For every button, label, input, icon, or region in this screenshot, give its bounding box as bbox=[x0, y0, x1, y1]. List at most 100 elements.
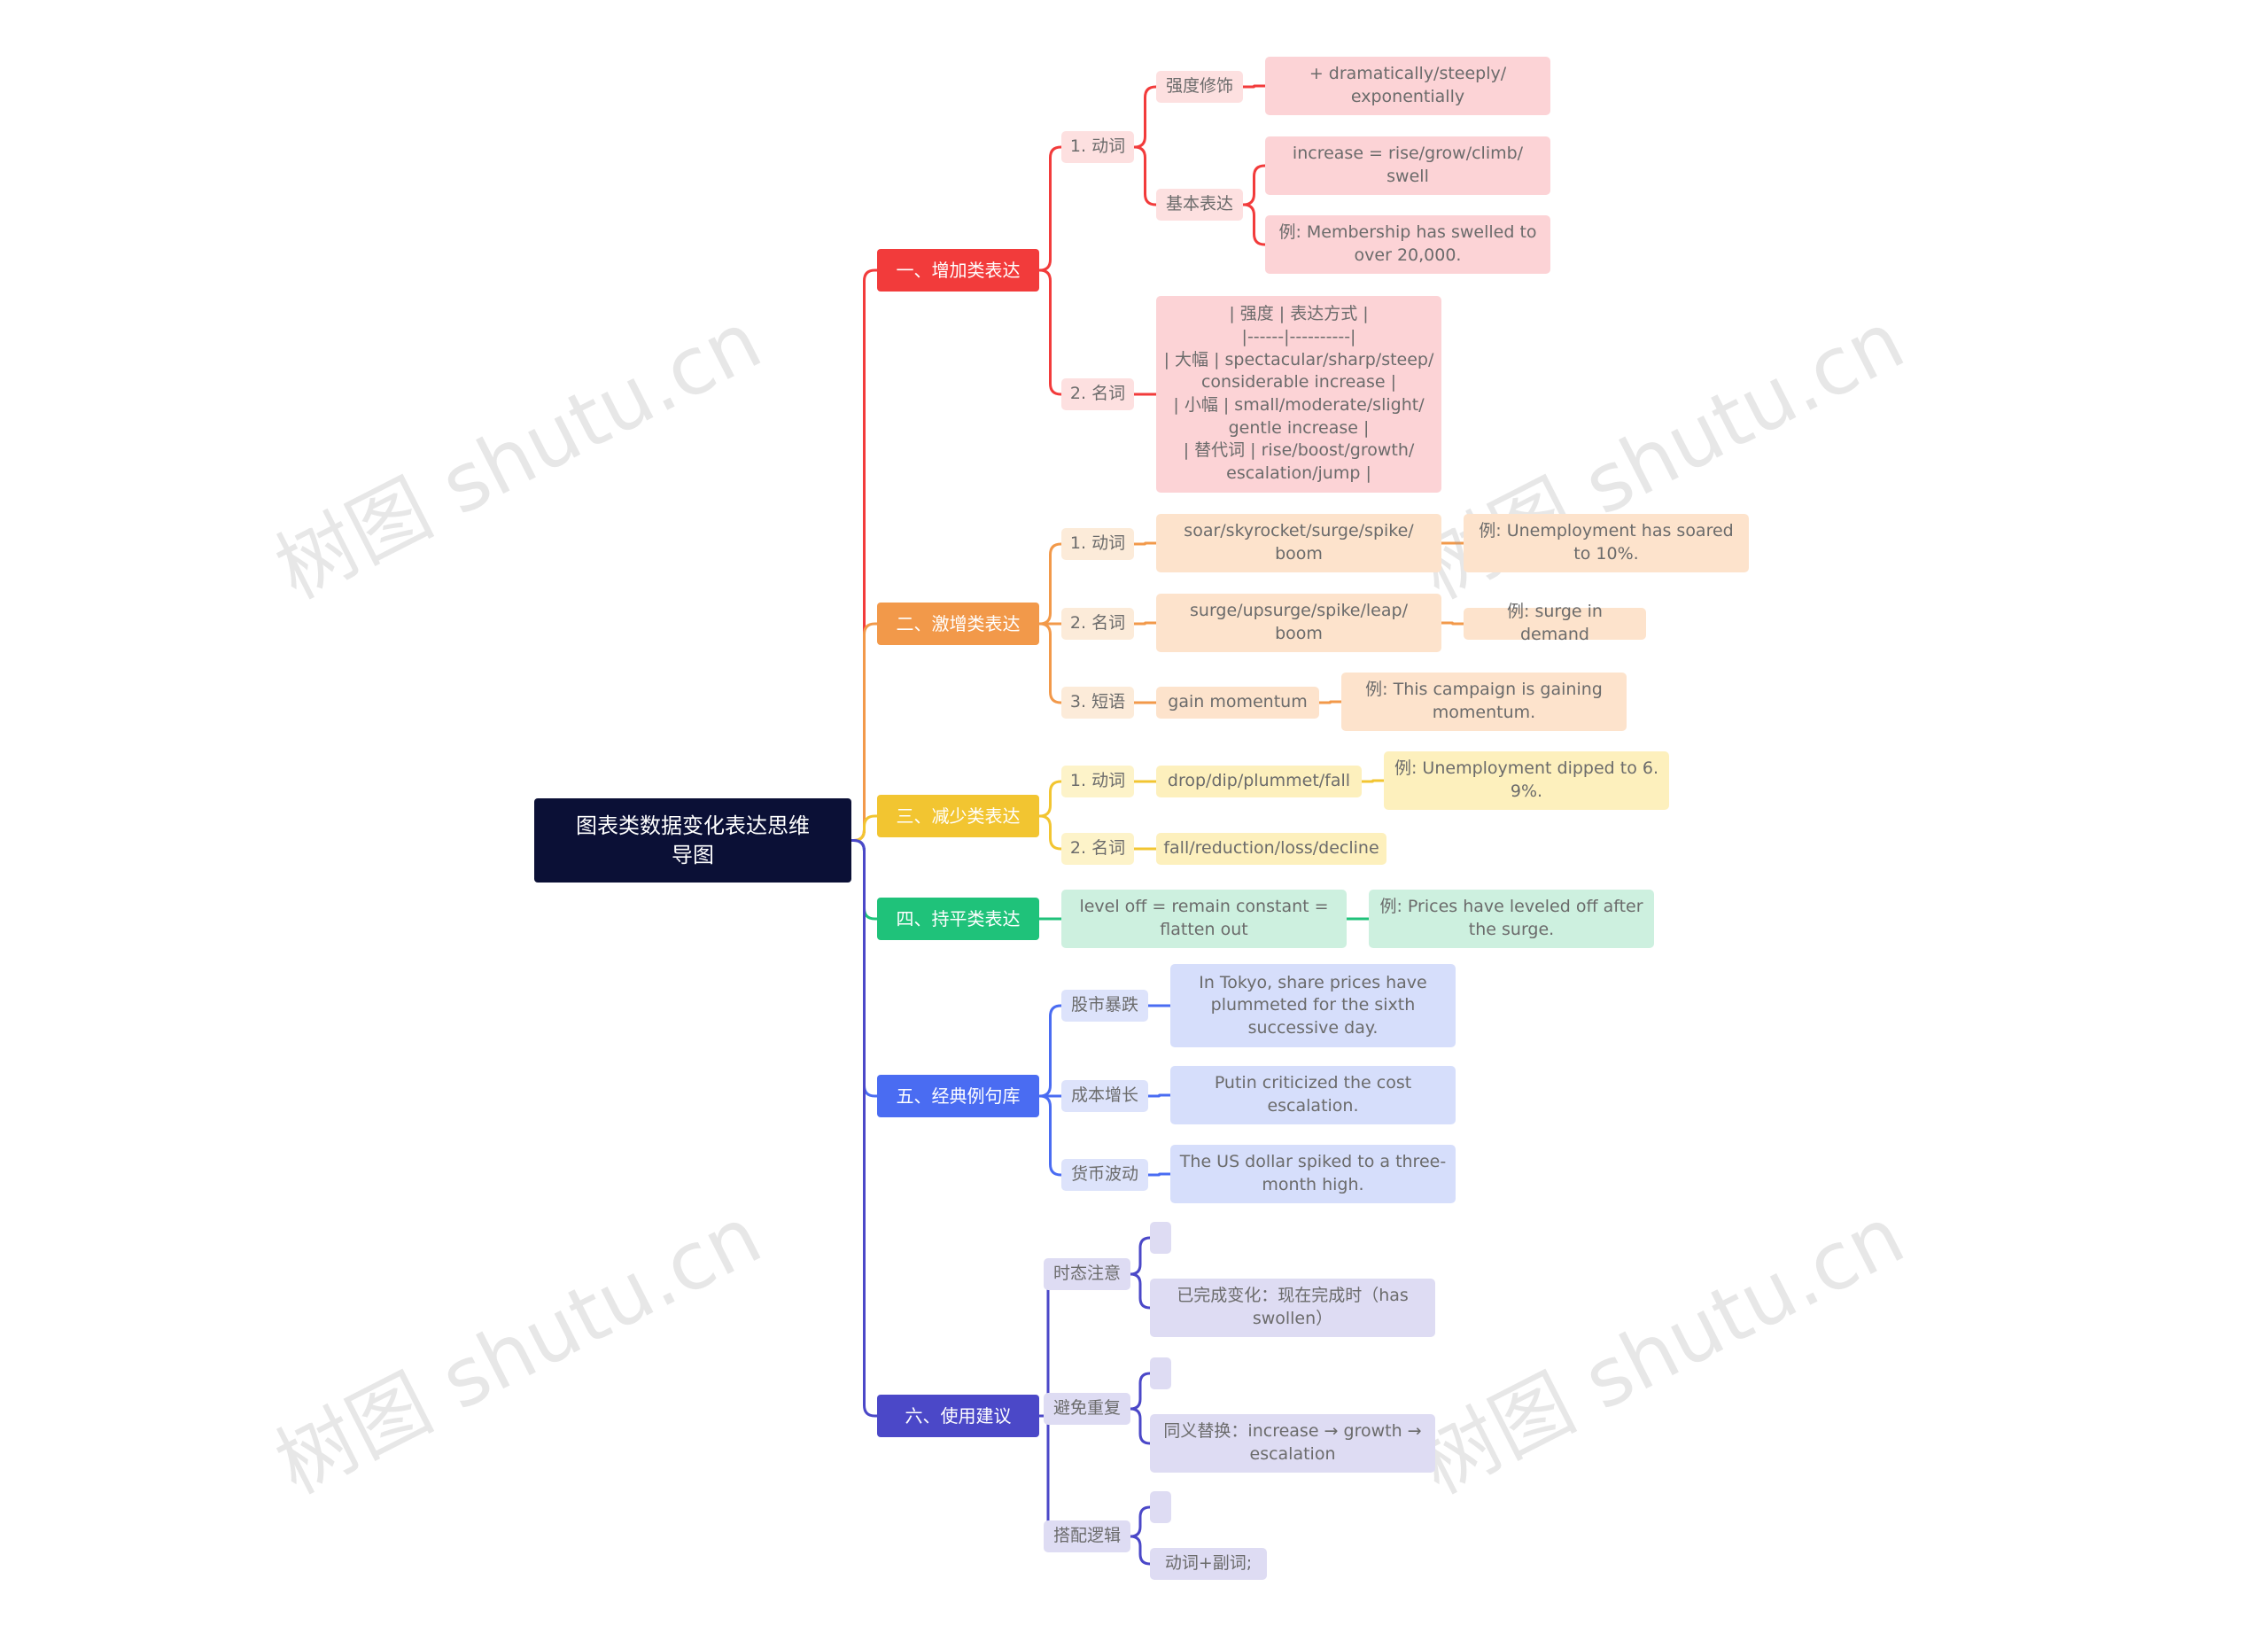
node-label: level off = remain constant = flatten ou… bbox=[1079, 897, 1329, 939]
example-stock-crash-node[interactable]: 股市暴跌 bbox=[1061, 990, 1148, 1022]
branch-label: 三、减少类表达 bbox=[896, 805, 1021, 827]
connector-line bbox=[1130, 1372, 1151, 1411]
root-connector bbox=[851, 839, 877, 1418]
connector-line bbox=[1039, 622, 1061, 704]
node-label: 3. 短语 bbox=[1069, 692, 1126, 712]
connector-line bbox=[1130, 1407, 1151, 1445]
example-cost-growth-node[interactable]: 成本增长 bbox=[1061, 1080, 1148, 1112]
increase-verb-node[interactable]: 1. 动词 bbox=[1061, 131, 1134, 163]
example-stock-crash-sentence[interactable]: In Tokyo, share prices have plummeted fo… bbox=[1170, 964, 1456, 1047]
node-label: 1. 动词 bbox=[1069, 533, 1126, 554]
branch-usage-tips[interactable]: 六、使用建议 bbox=[877, 1395, 1039, 1437]
decrease-noun-node[interactable]: 2. 名词 bbox=[1061, 833, 1134, 865]
connector-line bbox=[1130, 1236, 1151, 1276]
tip-tense-empty-node[interactable] bbox=[1150, 1222, 1171, 1254]
connector-line bbox=[1243, 203, 1265, 246]
node-label: The US dollar spiked to a three- month h… bbox=[1179, 1152, 1447, 1194]
degree-modifier-value[interactable]: + dramatically/steeply/ exponentially bbox=[1265, 57, 1550, 115]
node-label: 强度修饰 bbox=[1165, 76, 1233, 97]
connector-line bbox=[1130, 1272, 1151, 1310]
tip-collocation-empty-node[interactable] bbox=[1150, 1491, 1171, 1523]
connector-line bbox=[1039, 1414, 1051, 1538]
node-label: 2. 名词 bbox=[1069, 384, 1126, 404]
node-label: drop/dip/plummet/fall bbox=[1167, 771, 1351, 791]
surge-verb-example[interactable]: 例: Unemployment has soared to 10%. bbox=[1464, 514, 1749, 572]
surge-noun-value[interactable]: surge/upsurge/spike/leap/ boom bbox=[1156, 594, 1441, 652]
node-label: 例: Unemployment has soared to 10%. bbox=[1479, 521, 1734, 564]
node-label: 成本增长 bbox=[1070, 1085, 1138, 1106]
connector-line bbox=[1039, 1004, 1061, 1098]
node-label: 例: Unemployment dipped to 6. 9%. bbox=[1394, 758, 1659, 801]
example-currency-sentence[interactable]: The US dollar spiked to a three- month h… bbox=[1170, 1145, 1456, 1203]
decrease-noun-value[interactable]: fall/reduction/loss/decline bbox=[1156, 833, 1386, 865]
node-label: 例: Prices have leveled off after the sur… bbox=[1379, 897, 1643, 939]
surge-phrase-example[interactable]: 例: This campaign is gaining momentum. bbox=[1341, 673, 1627, 731]
surge-noun-example[interactable]: 例: surge in demand bbox=[1464, 602, 1646, 644]
decrease-verb-value[interactable]: drop/dip/plummet/fall bbox=[1156, 766, 1362, 797]
node-label: 时态注意 bbox=[1052, 1264, 1121, 1284]
branch-decrease[interactable]: 三、减少类表达 bbox=[877, 795, 1039, 837]
surge-verb-value[interactable]: soar/skyrocket/surge/spike/ boom bbox=[1156, 514, 1441, 572]
branch-level-off[interactable]: 四、持平类表达 bbox=[877, 898, 1039, 940]
branch-label: 五、经典例句库 bbox=[896, 1085, 1021, 1107]
root-topic-label: 图表类数据变化表达思维 导图 bbox=[576, 813, 810, 867]
surge-phrase-value[interactable]: gain momentum bbox=[1156, 687, 1319, 719]
example-cost-growth-sentence[interactable]: Putin criticized the cost escalation. bbox=[1170, 1066, 1456, 1124]
branch-label: 六、使用建议 bbox=[905, 1404, 1012, 1427]
node-label: 同义替换：increase → growth → escalation bbox=[1163, 1421, 1422, 1464]
connector-line bbox=[1039, 780, 1061, 818]
node-label: Putin criticized the cost escalation. bbox=[1214, 1073, 1412, 1116]
connector-line bbox=[1134, 541, 1156, 546]
branch-surge[interactable]: 二、激增类表达 bbox=[877, 603, 1039, 645]
surge-noun-node[interactable]: 2. 名词 bbox=[1061, 608, 1134, 640]
node-label: 1. 动词 bbox=[1069, 136, 1126, 157]
tip-tense-node[interactable]: 时态注意 bbox=[1044, 1258, 1130, 1290]
degree-modifier-node[interactable]: 强度修饰 bbox=[1156, 71, 1243, 103]
level-off-example[interactable]: 例: Prices have leveled off after the sur… bbox=[1369, 890, 1654, 948]
node-label: 基本表达 bbox=[1165, 194, 1233, 214]
connector-line bbox=[1039, 268, 1061, 396]
tip-tense-value[interactable]: 已完成变化：现在完成时（has swollen） bbox=[1150, 1279, 1435, 1337]
connector-line bbox=[1039, 814, 1061, 851]
branch-examples[interactable]: 五、经典例句库 bbox=[877, 1075, 1039, 1117]
decrease-verb-node[interactable]: 1. 动词 bbox=[1061, 766, 1134, 797]
tip-avoid-repeat-empty-node[interactable] bbox=[1150, 1357, 1171, 1389]
surge-verb-node[interactable]: 1. 动词 bbox=[1061, 528, 1134, 560]
tip-collocation-value[interactable]: 动词+副词; bbox=[1150, 1548, 1267, 1580]
basic-expression-node[interactable]: 基本表达 bbox=[1156, 189, 1243, 221]
root-topic[interactable]: 图表类数据变化表达思维 导图 bbox=[534, 798, 851, 883]
tip-avoid-repeat-node[interactable]: 避免重复 bbox=[1044, 1393, 1130, 1425]
increase-noun-table[interactable]: | 强度 | 表达方式 | |------|----------| | 大幅 |… bbox=[1156, 296, 1441, 493]
connector-line bbox=[1319, 700, 1341, 704]
node-label: gain momentum bbox=[1168, 692, 1308, 712]
node-label: 搭配逻辑 bbox=[1052, 1526, 1121, 1546]
level-off-value[interactable]: level off = remain constant = flatten ou… bbox=[1061, 890, 1347, 948]
tip-avoid-repeat-value[interactable]: 同义替换：increase → growth → escalation bbox=[1150, 1414, 1435, 1473]
tip-collocation-node[interactable]: 搭配逻辑 bbox=[1044, 1520, 1130, 1552]
branch-label: 一、增加类表达 bbox=[896, 259, 1021, 281]
connector-line bbox=[1243, 164, 1265, 206]
branch-label: 二、激增类表达 bbox=[896, 612, 1021, 634]
basic-expression-example[interactable]: 例: Membership has swelled to over 20,000… bbox=[1265, 215, 1550, 274]
surge-phrase-node[interactable]: 3. 短语 bbox=[1061, 687, 1134, 719]
node-label: + dramatically/steeply/ exponentially bbox=[1309, 64, 1507, 106]
connector-line bbox=[1130, 1535, 1151, 1566]
connector-line bbox=[1441, 621, 1464, 626]
example-currency-node[interactable]: 货币波动 bbox=[1061, 1159, 1148, 1191]
basic-expression-value[interactable]: increase = rise/grow/climb/ swell bbox=[1265, 136, 1550, 195]
connector-line bbox=[1039, 542, 1061, 626]
decrease-verb-example[interactable]: 例: Unemployment dipped to 6. 9%. bbox=[1384, 751, 1669, 810]
node-label: 例: surge in demand bbox=[1507, 602, 1609, 644]
node-label: soar/skyrocket/surge/spike/ boom bbox=[1184, 521, 1414, 564]
branch-increase[interactable]: 一、增加类表达 bbox=[877, 249, 1039, 292]
node-label: 例: Membership has swelled to over 20,000… bbox=[1278, 222, 1537, 265]
node-label: 已完成变化：现在完成时（has swollen） bbox=[1177, 1286, 1409, 1328]
node-label: 股市暴跌 bbox=[1070, 995, 1138, 1015]
node-label: surge/upsurge/spike/leap/ boom bbox=[1190, 601, 1408, 643]
connector-line bbox=[1130, 1505, 1151, 1538]
increase-noun-node[interactable]: 2. 名词 bbox=[1061, 378, 1134, 410]
connector-line bbox=[1134, 145, 1156, 206]
connector-line bbox=[1148, 1093, 1170, 1098]
